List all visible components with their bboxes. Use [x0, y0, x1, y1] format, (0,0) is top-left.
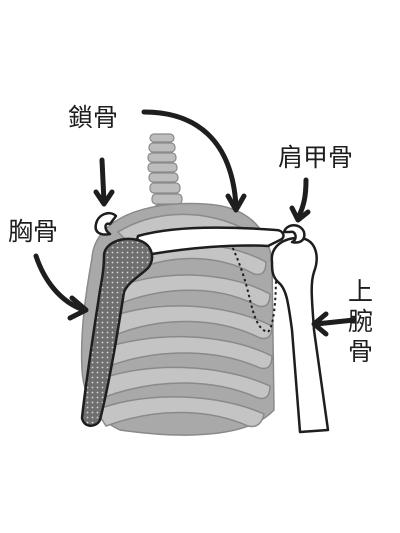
label-sternum: 胸骨: [8, 217, 58, 246]
humerus: [270, 236, 330, 434]
label-humerus-3: 骨: [348, 337, 373, 366]
sternum-arrow: [33, 253, 87, 313]
clavicle-arrow: [141, 109, 239, 209]
label-clavicle: 鎖骨: [68, 103, 118, 132]
label-scapula: 肩甲骨: [278, 143, 353, 172]
acromion-hook: [282, 224, 306, 244]
clavicle-hook-arrow: [99, 157, 107, 205]
sternum: [80, 237, 154, 427]
label-humerus-2: 腕: [348, 307, 373, 336]
clavicle-hook: [94, 212, 118, 236]
humerus-arrow: [313, 317, 357, 327]
label-humerus-1: 上: [348, 277, 373, 306]
arrows: [33, 109, 357, 337]
scapula-outline: [227, 237, 277, 334]
scapula-arrow: [295, 177, 309, 221]
